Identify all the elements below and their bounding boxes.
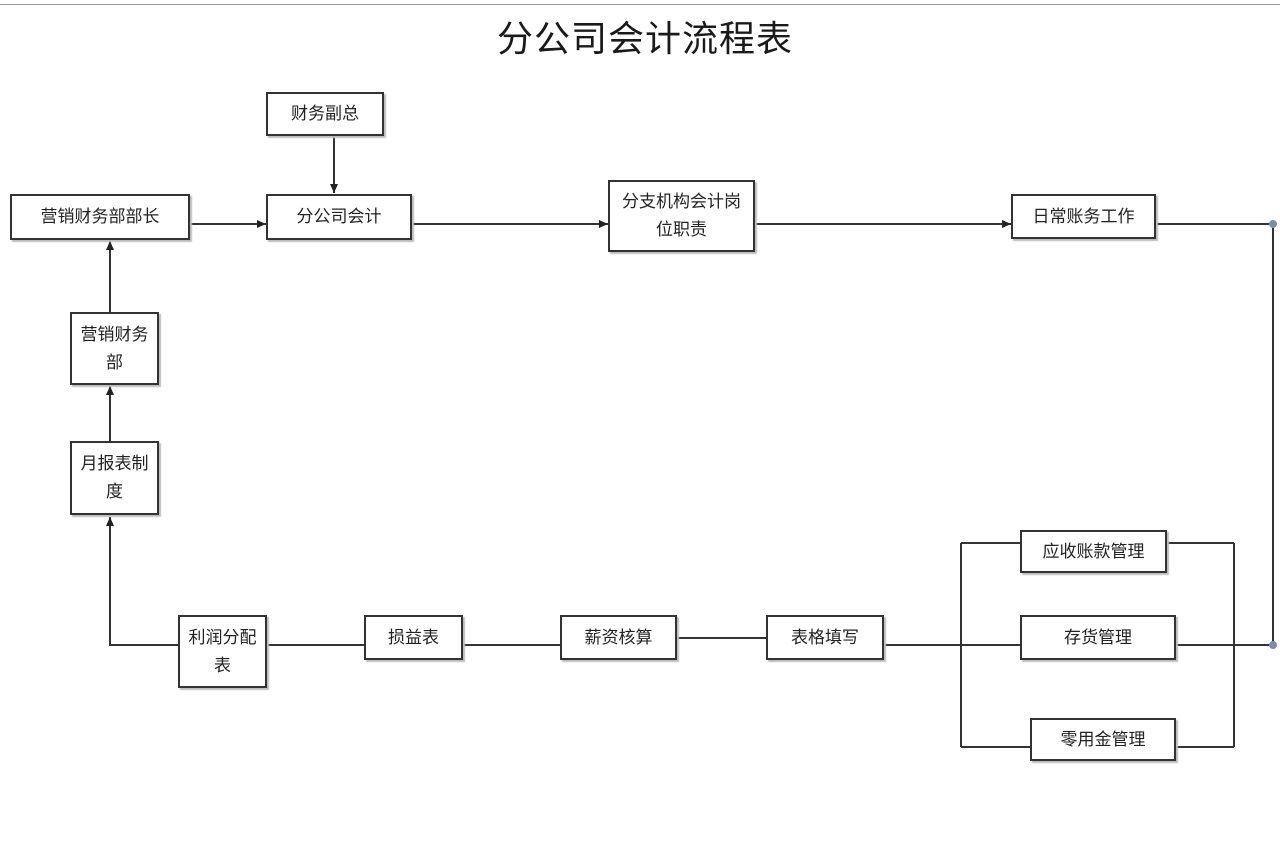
node-inventory: 存货管理 <box>1020 615 1176 660</box>
node-sales-finance-head: 营销财务部部长 <box>10 194 190 240</box>
node-branch-accountant-duties: 分支机构会计岗位职责 <box>608 180 755 252</box>
node-profit-distribution: 利润分配表 <box>178 615 267 688</box>
node-sales-finance-dept: 营销财务部 <box>70 312 159 385</box>
node-petty-cash: 零用金管理 <box>1030 718 1176 761</box>
node-receivables: 应收账款管理 <box>1020 530 1167 573</box>
node-salary-check: 薪资核算 <box>560 615 677 660</box>
diagram-title: 分公司会计流程表 <box>496 19 793 60</box>
top-rule <box>0 4 1280 5</box>
node-branch-accounting: 分公司会计 <box>266 194 412 240</box>
rail-dot-bottom <box>1269 641 1277 649</box>
node-profit-loss: 损益表 <box>364 615 463 660</box>
node-finance-vp: 财务副总 <box>266 92 384 136</box>
rail-dot-top <box>1269 220 1277 228</box>
node-form-filling: 表格填写 <box>766 615 884 660</box>
node-monthly-report: 月报表制度 <box>70 441 159 515</box>
edge-profit-to-monthly <box>106 517 178 646</box>
node-daily-accounting: 日常账务工作 <box>1011 194 1156 239</box>
